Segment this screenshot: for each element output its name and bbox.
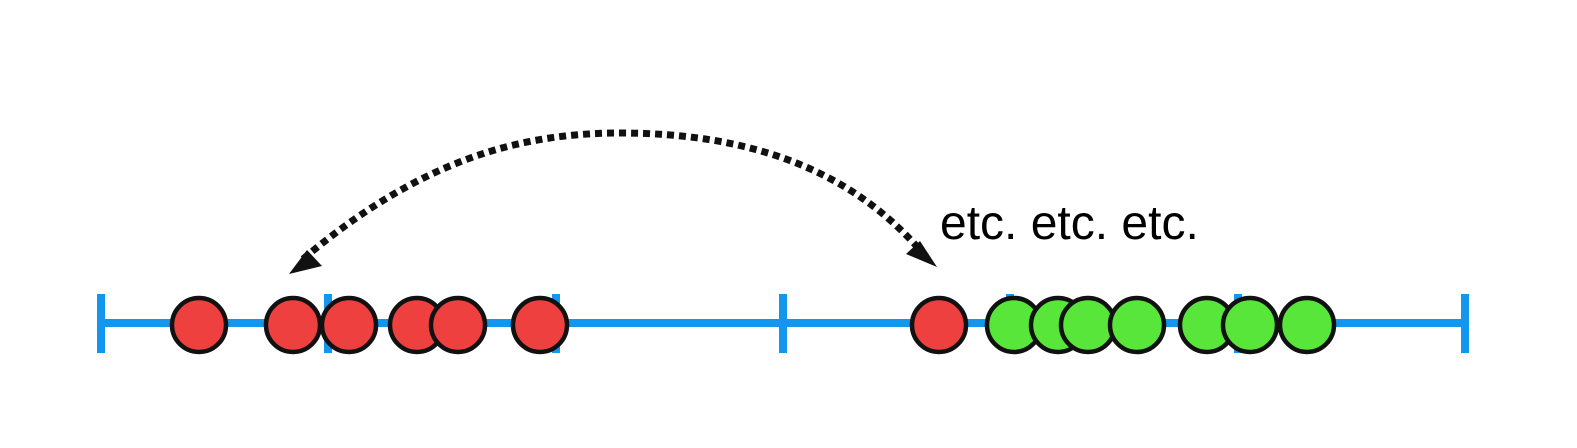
dotted-arc (300, 129, 923, 262)
red-point (319, 295, 379, 355)
red-point (510, 295, 570, 355)
green-point (1058, 295, 1118, 355)
arrow-head-left-icon (289, 250, 322, 274)
arrow-head-right-icon (906, 241, 937, 267)
red-point (428, 295, 488, 355)
green-point (1107, 295, 1167, 355)
red-point (909, 295, 969, 355)
green-point (1277, 295, 1337, 355)
red-point (169, 295, 229, 355)
curved-double-arrow-icon (289, 129, 937, 274)
red-point (263, 295, 323, 355)
points-group (169, 295, 1337, 355)
etc-annotation: etc. etc. etc. (940, 197, 1199, 250)
green-point (1220, 295, 1280, 355)
